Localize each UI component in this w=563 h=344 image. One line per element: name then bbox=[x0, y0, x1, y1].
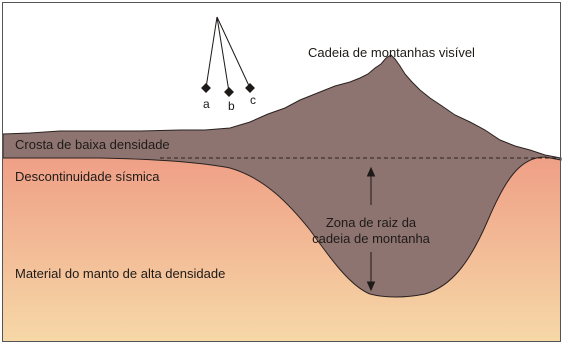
pendulum-b-label: b bbox=[228, 99, 235, 113]
root-arrow-up-head bbox=[366, 166, 376, 177]
root-zone-label-line2: cadeia de montanha bbox=[312, 231, 431, 246]
pendulum-group bbox=[205, 16, 251, 93]
pendulum-a-bob bbox=[201, 83, 211, 93]
visible-range-label: Cadeia de montanhas visível bbox=[308, 45, 475, 60]
low-density-crust-label: Crosta de baixa densidade bbox=[15, 137, 170, 152]
pendulum-c-label: c bbox=[250, 93, 256, 107]
high-density-mantle-label: Material do manto de alta densidade bbox=[15, 266, 225, 281]
seismic-discontinuity-label: Descontinuidade sísmica bbox=[15, 169, 160, 184]
root-zone-arrow bbox=[366, 166, 376, 292]
pendulum-b-string bbox=[216, 16, 230, 93]
pendulum-c-string bbox=[216, 16, 251, 89]
pendulum-b-bob bbox=[224, 87, 234, 97]
root-zone-label-line1: Zona de raiz da bbox=[326, 215, 417, 230]
mantle-layer bbox=[3, 157, 561, 342]
pendulum-a-label: a bbox=[203, 97, 210, 111]
root-arrow-down-head bbox=[366, 281, 376, 292]
pendulum-c-bob bbox=[245, 83, 255, 93]
crust-layer bbox=[2, 54, 562, 298]
pendulum-a-string bbox=[205, 16, 218, 89]
